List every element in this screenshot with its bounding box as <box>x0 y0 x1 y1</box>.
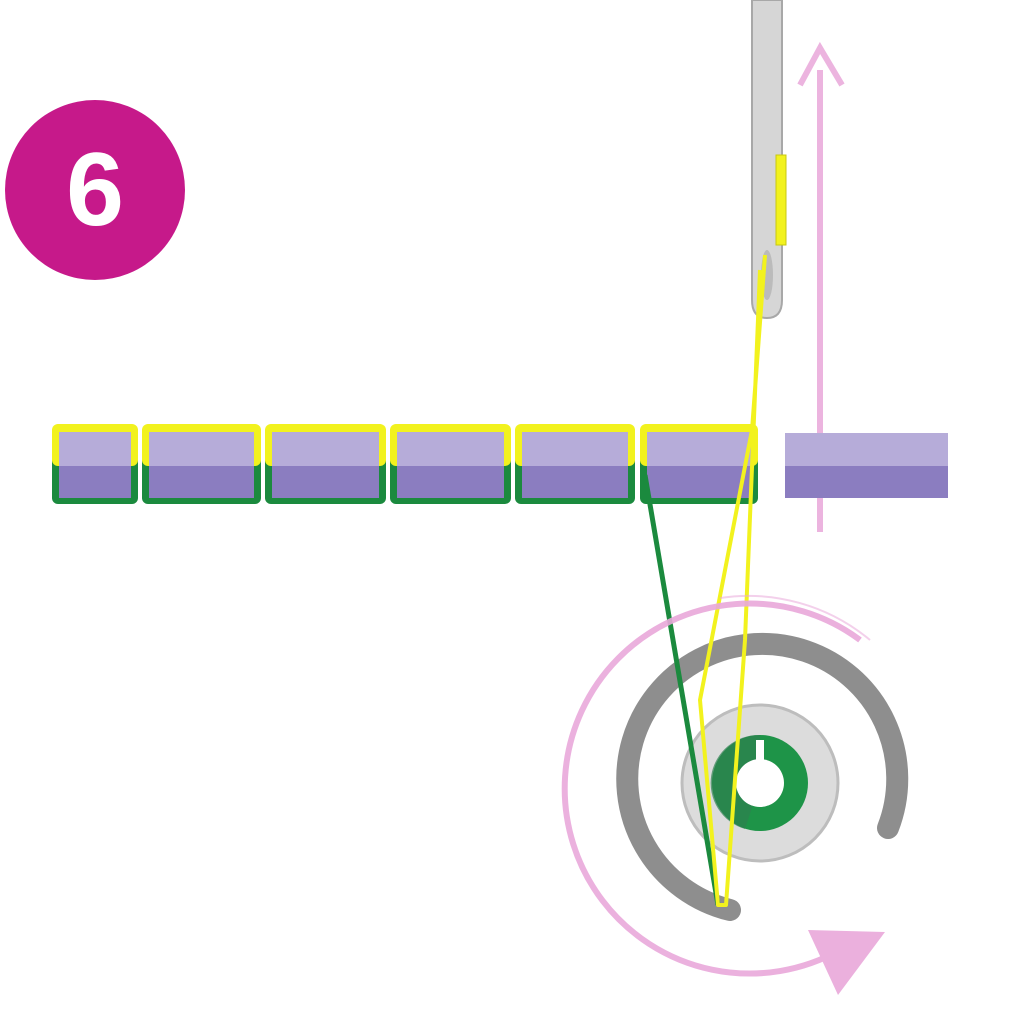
fabric <box>52 424 948 504</box>
fabric-segment-top <box>397 432 504 466</box>
fabric-segment-bottom <box>397 466 504 498</box>
fabric-segment-top <box>149 432 254 466</box>
fabric-right-bottom <box>785 466 948 498</box>
fabric-segment-bottom <box>647 466 751 498</box>
fabric-segment-top <box>647 432 751 466</box>
bobbin-hook <box>616 632 909 921</box>
threads <box>642 254 767 907</box>
fabric-segment-bottom <box>59 466 131 498</box>
needle <box>751 0 787 320</box>
step-number-badge: 6 <box>5 100 185 280</box>
rotation-arrow-icon <box>561 594 885 995</box>
fabric-right-top <box>785 433 948 466</box>
fabric-segment-top <box>522 432 628 466</box>
fabric-segment-top <box>272 432 379 466</box>
fabric-segment-bottom <box>522 466 628 498</box>
fabric-segment-top <box>59 432 131 466</box>
fabric-segment-bottom <box>272 466 379 498</box>
fabric-segment-bottom <box>149 466 254 498</box>
